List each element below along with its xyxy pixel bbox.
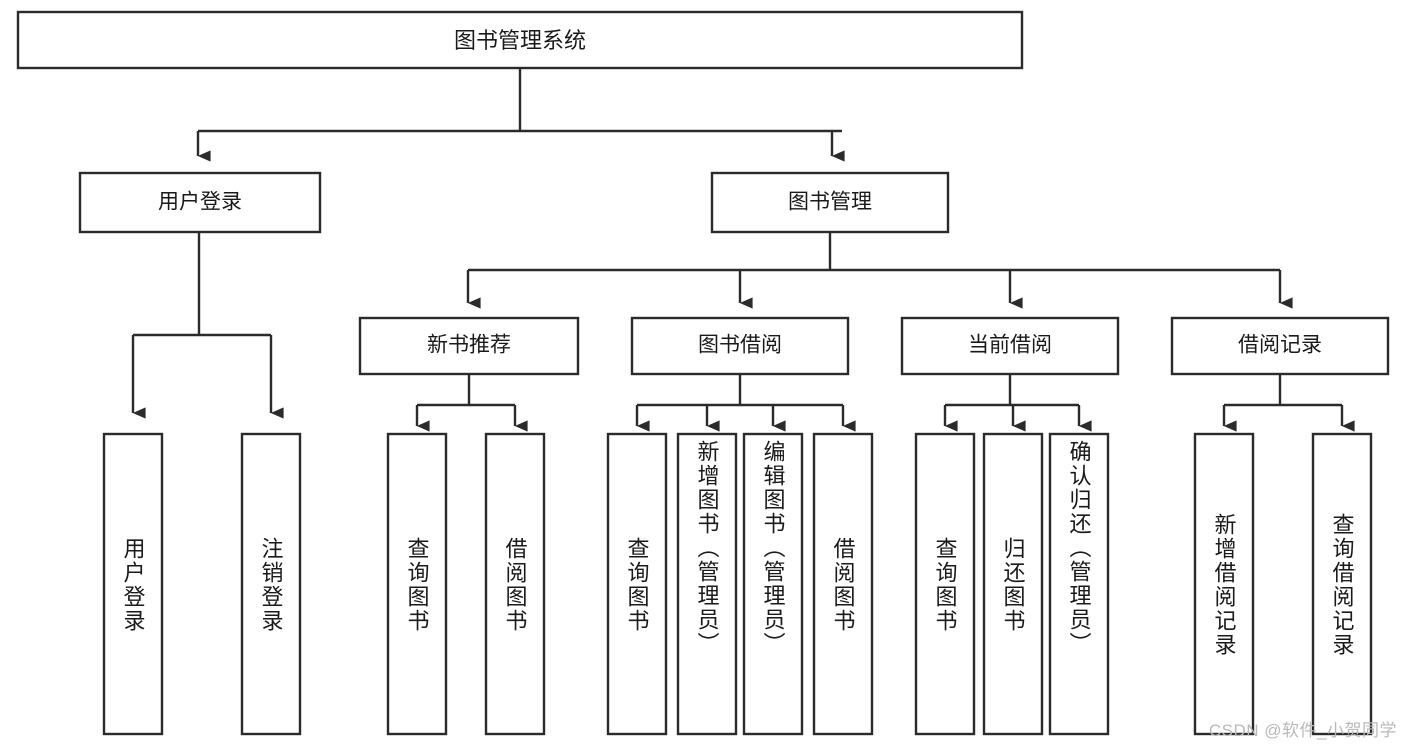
node-book-borrow[interactable]: 图书借阅 xyxy=(630,316,850,376)
node-book-management-label: 图书管理 xyxy=(788,191,872,214)
leaf-box-confirm-return-admin[interactable] xyxy=(1048,432,1110,736)
node-user-login[interactable]: 用户登录 xyxy=(78,171,322,234)
leaf-box-query-book-borrow[interactable] xyxy=(606,432,668,736)
edge-current-to-leaves xyxy=(943,373,1092,432)
node-new-book-recommend-label: 新书推荐 xyxy=(427,334,511,357)
edge-record-to-leaves xyxy=(1222,373,1355,432)
leaf-box-query-book-current[interactable] xyxy=(914,432,976,736)
leaf-box-query-book-recommend[interactable] xyxy=(386,432,448,736)
watermark-credit: CSDN @软件_小贺同学 xyxy=(1208,721,1397,740)
leaf-box-user-login[interactable] xyxy=(102,432,164,736)
node-book-management[interactable]: 图书管理 xyxy=(710,171,950,234)
node-book-borrow-label: 图书借阅 xyxy=(698,334,782,357)
leaf-box-query-borrow-record[interactable] xyxy=(1311,432,1373,736)
edge-root-to-level2 xyxy=(196,68,845,162)
edge-recommend-to-leaves xyxy=(415,373,528,432)
leaf-box-logout-login[interactable] xyxy=(240,432,302,736)
edge-userlogin-to-leaves xyxy=(131,232,284,419)
leaf-box-borrow-book[interactable] xyxy=(812,432,874,736)
node-borrow-record-label: 借阅记录 xyxy=(1238,334,1322,357)
node-new-book-recommend[interactable]: 新书推荐 xyxy=(358,316,580,376)
edge-bookmgmt-to-level3 xyxy=(466,232,1293,309)
leaf-box-add-borrow-record[interactable] xyxy=(1193,432,1255,736)
leaf-box-add-book-admin[interactable] xyxy=(676,432,738,736)
leaf-box-borrow-book-recommend[interactable] xyxy=(484,432,546,736)
node-borrow-record[interactable]: 借阅记录 xyxy=(1170,316,1390,376)
node-current-borrow[interactable]: 当前借阅 xyxy=(900,316,1120,376)
leaf-box-edit-book-admin[interactable] xyxy=(742,432,804,736)
node-root-book-management-system[interactable]: 图书管理系统 xyxy=(16,10,1024,70)
edge-borrow-to-leaves xyxy=(635,373,856,432)
node-user-login-label: 用户登录 xyxy=(158,191,242,214)
leaf-box-return-book[interactable] xyxy=(982,432,1044,736)
node-root-label: 图书管理系统 xyxy=(454,28,586,53)
node-current-borrow-label: 当前借阅 xyxy=(968,334,1052,357)
